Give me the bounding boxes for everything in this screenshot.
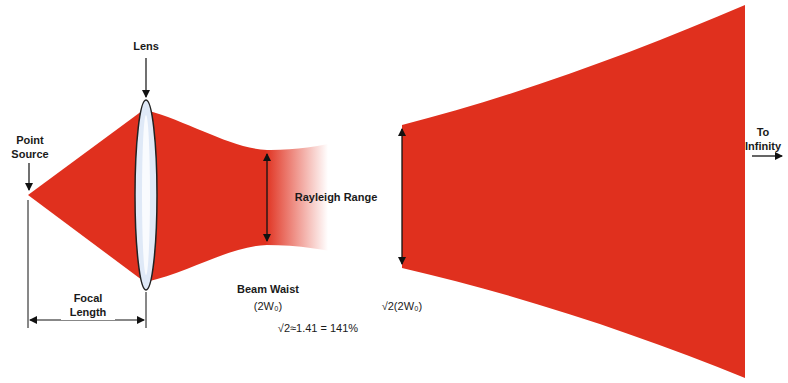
dimension-tick: [28, 200, 29, 328]
infinity-arrow: [752, 155, 782, 156]
converging-beam: [146, 110, 267, 282]
ratio-note: √2≈1.41 = 141%: [258, 322, 378, 336]
width-arrow: [401, 129, 402, 264]
dimension-tick: [146, 292, 147, 328]
direction-label: To Infinity: [741, 126, 785, 154]
source-pointer: [28, 163, 29, 190]
dimension-line: [30, 320, 144, 321]
diverging-beam: [402, 5, 745, 378]
waist-value: (2W₀): [238, 300, 298, 314]
source-label: Point Source: [5, 134, 55, 162]
width-value: √2(2W₀): [367, 300, 437, 314]
input-cone: [28, 108, 146, 283]
lens-pointer: [145, 58, 146, 97]
waist-arrow: [266, 154, 267, 241]
waist-label: Beam Waist: [223, 283, 313, 297]
rayleigh-region: [266, 125, 403, 268]
lens-highlight: [142, 115, 150, 275]
lens-shape: [135, 100, 157, 290]
dimension-label: Focal Length: [61, 292, 115, 320]
region-label: Rayleigh Range: [286, 191, 386, 205]
lens-label: Lens: [116, 40, 176, 54]
